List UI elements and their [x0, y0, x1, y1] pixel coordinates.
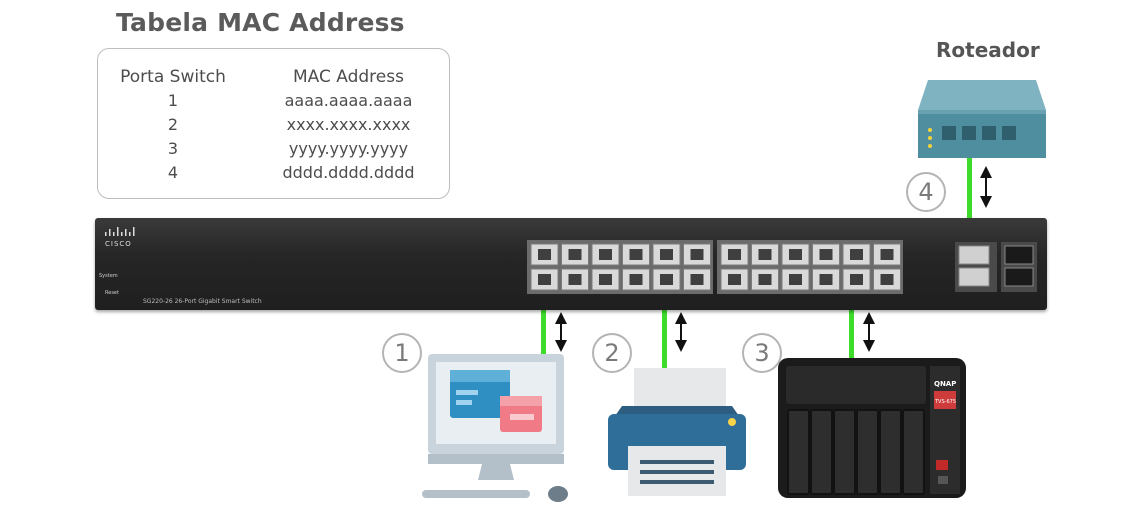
- switch-port-socket: [819, 249, 833, 260]
- cable-computer: [541, 278, 546, 362]
- uplink-port-2: [958, 267, 990, 287]
- mac-table-header-port: Porta Switch: [120, 67, 226, 87]
- switch-port-socket: [850, 274, 863, 285]
- switch-port-socket: [599, 249, 612, 260]
- connection-number-2: 2: [592, 333, 632, 373]
- connection-number-1: 1: [382, 333, 422, 373]
- table-cell-port: 4: [167, 163, 179, 182]
- computer-icon: [422, 354, 568, 502]
- table-cell-mac: xxxx.xxxx.xxxx: [286, 115, 411, 134]
- table-cell-port: 3: [167, 139, 179, 158]
- nas-brand: QNAP: [934, 380, 956, 388]
- mac-table: Porta Switch MAC Address 1 aaaa.aaaa.aaa…: [98, 65, 449, 185]
- switch-port-socket: [819, 274, 833, 285]
- switch-port-socket: [538, 274, 551, 285]
- switch-port-socket: [758, 249, 772, 260]
- switch-port-socket: [660, 274, 673, 285]
- switch-port-socket: [660, 249, 673, 260]
- table-cell-port: 1: [167, 91, 179, 110]
- switch-port-socket: [850, 249, 863, 260]
- nas-icon: QNAP TVS-675: [778, 358, 966, 498]
- router-icon: [918, 80, 1046, 158]
- switch-ports: [527, 240, 903, 294]
- switch-port-socket: [690, 274, 704, 285]
- table-row: 1 aaaa.aaaa.aaaa: [98, 89, 449, 113]
- switch-port-socket: [789, 274, 802, 285]
- uplink-ports: [955, 242, 1037, 292]
- mac-table-header-row: Porta Switch MAC Address: [98, 65, 449, 89]
- uplink-port-1: [958, 245, 990, 265]
- switch-port-socket: [880, 274, 894, 285]
- table-row: 3 yyyy.yyyy.yyyy: [98, 137, 449, 161]
- switch-port-socket: [599, 274, 612, 285]
- cisco-brand-text: CISCO: [105, 240, 132, 248]
- connection-number-4: 4: [906, 172, 946, 212]
- switch-port-socket: [789, 249, 802, 260]
- switch-port-socket: [629, 249, 643, 260]
- system-label: System: [99, 273, 118, 279]
- table-row: 4 dddd.dddd.dddd: [98, 161, 449, 185]
- switch-port-socket: [728, 249, 741, 260]
- cisco-logo: CISCO: [105, 227, 135, 248]
- mac-table-title: Tabela MAC Address: [116, 8, 405, 37]
- network-switch: CISCO System Reset SG220-26 26-Port Giga…: [95, 218, 1047, 310]
- switch-model-label: SG220-26 26-Port Gigabit Smart Switch: [143, 298, 262, 305]
- switch-port-socket: [629, 274, 643, 285]
- switch-port-socket: [758, 274, 772, 285]
- mac-table-box: Porta Switch MAC Address 1 aaaa.aaaa.aaa…: [97, 48, 450, 199]
- cable-nas: [849, 278, 854, 360]
- nas-model: TVS-675: [934, 399, 956, 405]
- table-cell-mac: aaaa.aaaa.aaaa: [284, 91, 413, 110]
- cable-router: [967, 158, 972, 254]
- sfp-port-2: [1004, 267, 1034, 287]
- reset-label: Reset: [105, 290, 119, 296]
- table-cell-mac: dddd.dddd.dddd: [282, 163, 415, 182]
- switch-port-socket: [538, 249, 551, 260]
- table-cell-port: 2: [167, 115, 179, 134]
- connection-number-3: 3: [742, 333, 782, 373]
- switch-port-socket: [880, 249, 894, 260]
- table-row: 2 xxxx.xxxx.xxxx: [98, 113, 449, 137]
- switch-port-socket: [690, 249, 704, 260]
- sfp-port-1: [1004, 245, 1034, 265]
- printer-icon: [608, 368, 746, 496]
- table-cell-mac: yyyy.yyyy.yyyy: [288, 139, 409, 158]
- switch-port-socket: [568, 274, 582, 285]
- switch-port-socket: [568, 249, 582, 260]
- router-label: Roteador: [936, 38, 1040, 62]
- cable-printer: [662, 278, 667, 368]
- mac-table-header-mac: MAC Address: [293, 67, 404, 87]
- switch-port-socket: [728, 274, 741, 285]
